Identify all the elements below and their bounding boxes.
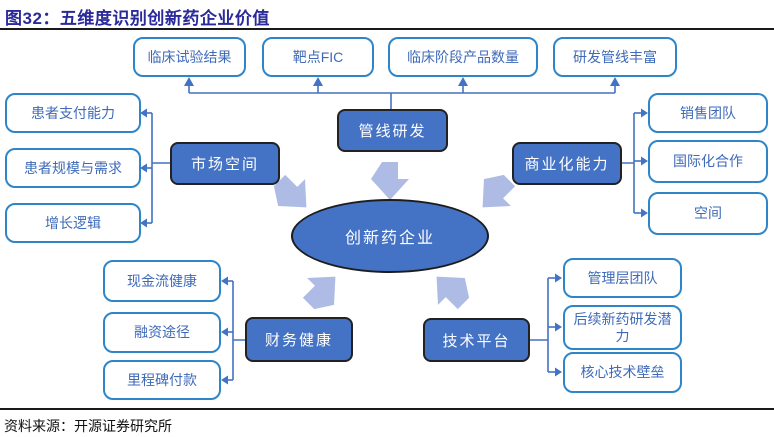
commercial-item-sales-team: 销售团队 [648, 93, 768, 133]
dimension-pipeline: 管线研发 [337, 109, 448, 152]
arrow-pipeline-to-center [371, 162, 409, 200]
dimension-tech: 技术平台 [423, 318, 530, 362]
connector-market [140, 108, 170, 228]
figure-title: 图32：五维度识别创新药企业价值 [5, 9, 270, 28]
dimension-finance: 财务健康 [245, 317, 353, 362]
tech-item-core-tech-barrier: 核心技术壁垒 [563, 352, 682, 393]
dimension-market: 市场空间 [170, 142, 280, 185]
pipeline-item-clinical-trial-results: 临床试验结果 [133, 37, 246, 77]
arrow-tech-to-center [436, 276, 470, 310]
pipeline-item-target-fic: 靶点FIC [262, 37, 374, 77]
pipeline-item-rich-pipeline: 研发管线丰富 [553, 37, 677, 77]
market-item-patient-scale-demand: 患者规模与需求 [5, 148, 141, 188]
figure-footer: 资料来源：开源证券研究所 [0, 408, 774, 437]
connector-pipeline [184, 77, 620, 109]
center-ellipse: 创新药企业 [291, 199, 489, 273]
market-item-growth-logic: 增长逻辑 [5, 203, 141, 243]
tech-item-followup-rnd-potential: 后续新药研发潜力 [563, 305, 682, 350]
connector-commercial [622, 108, 648, 218]
commercial-item-space: 空间 [648, 192, 768, 235]
figure-header: 图32：五维度识别创新药企业价值 [0, 0, 774, 30]
finance-item-milestone-payments: 里程碑付款 [103, 360, 221, 400]
arrow-finance-to-center [302, 276, 336, 310]
finance-item-financing-channels: 融资途径 [103, 312, 221, 353]
tech-item-management-team: 管理层团队 [563, 258, 682, 298]
dimension-commercial: 商业化能力 [512, 142, 622, 185]
market-item-payment-ability: 患者支付能力 [5, 93, 141, 133]
connector-finance [221, 276, 245, 385]
finance-item-cashflow-health: 现金流健康 [103, 260, 221, 302]
commercial-item-international-cooperation: 国际化合作 [648, 140, 768, 183]
source-note: 资料来源：开源证券研究所 [4, 418, 172, 434]
connector-tech [530, 273, 562, 377]
pipeline-item-clinical-stage-products: 临床阶段产品数量 [388, 37, 538, 77]
